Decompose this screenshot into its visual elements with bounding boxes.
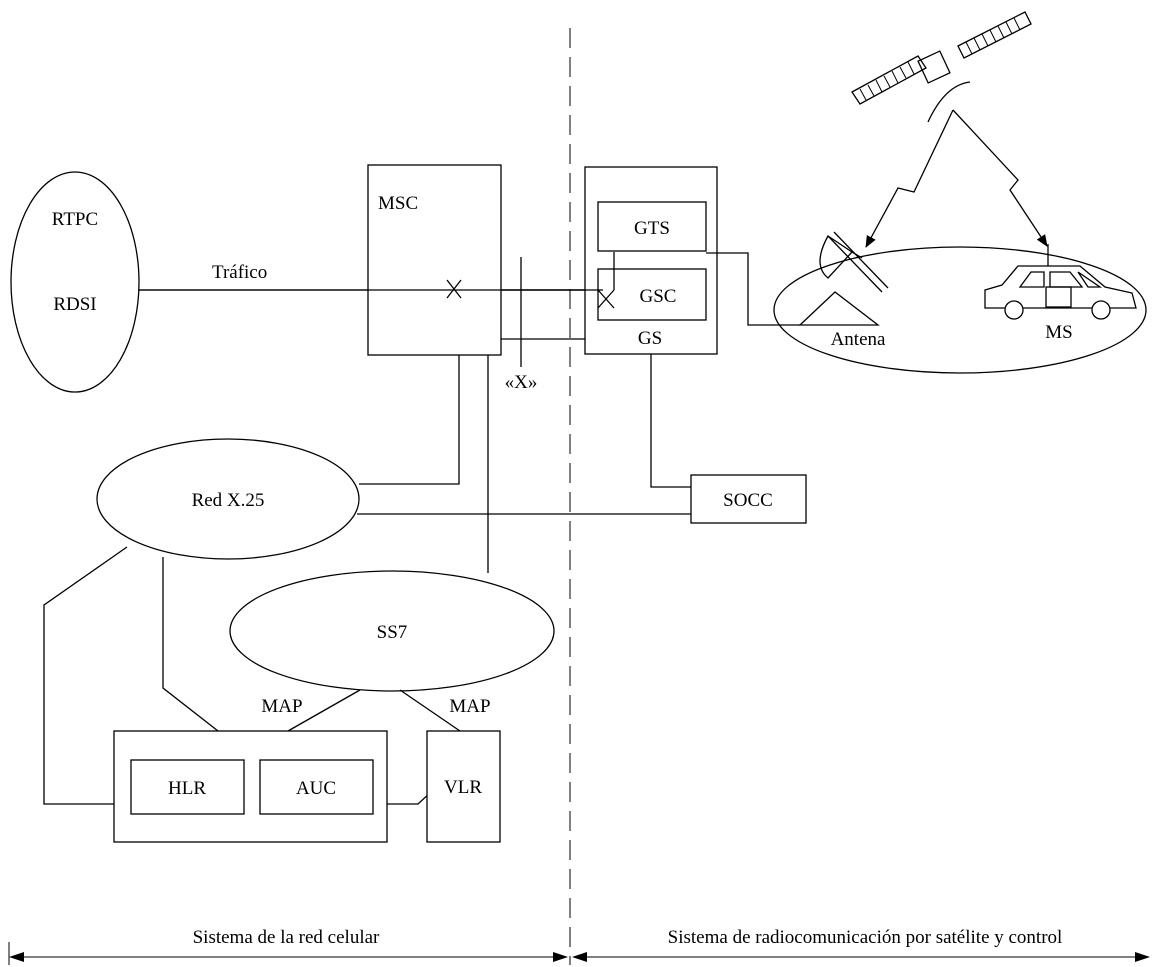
ss7-label: SS7: [377, 622, 408, 643]
antenna-dish-icon: [800, 232, 888, 325]
socc-label: SOCC: [723, 490, 773, 511]
trafico-label: Tráfico: [212, 262, 267, 283]
car-icon: [985, 244, 1136, 319]
left-system-label: Sistema de la red celular: [193, 927, 380, 948]
auc-label: AUC: [296, 778, 336, 799]
map-left-label: MAP: [261, 696, 302, 717]
gs-box: [585, 167, 717, 354]
right-system-label: Sistema de radiocomunicación por satélit…: [668, 927, 1063, 948]
hlr-label: HLR: [168, 778, 206, 799]
rdsi-label: RDSI: [53, 294, 96, 315]
red-x25-label: Red X.25: [192, 490, 265, 511]
gs-socc-link: [651, 354, 691, 487]
map-right-label: MAP: [449, 696, 490, 717]
ms-label: MS: [1045, 322, 1072, 343]
msc-x25-link: [359, 355, 459, 484]
x25-hlr-link: [163, 557, 218, 731]
gsc-label: GSC: [640, 286, 677, 307]
x-interface-label: «X»: [505, 372, 538, 393]
satellite-to-antenna-link: [866, 110, 953, 247]
gts-label: GTS: [634, 218, 670, 239]
satellite-to-ms-link: [953, 110, 1047, 246]
gts-antenna-feed: [706, 253, 800, 325]
gs-label: GS: [638, 328, 662, 349]
antena-label: Antena: [831, 329, 886, 350]
rtpc-rdsi-cloud: [11, 172, 139, 392]
msc-label: MSC: [378, 193, 418, 214]
satellite-icon: [852, 12, 1031, 122]
vlr-label: VLR: [444, 777, 482, 798]
coverage-area: [774, 247, 1146, 373]
rtpc-label: RTPC: [52, 209, 98, 230]
